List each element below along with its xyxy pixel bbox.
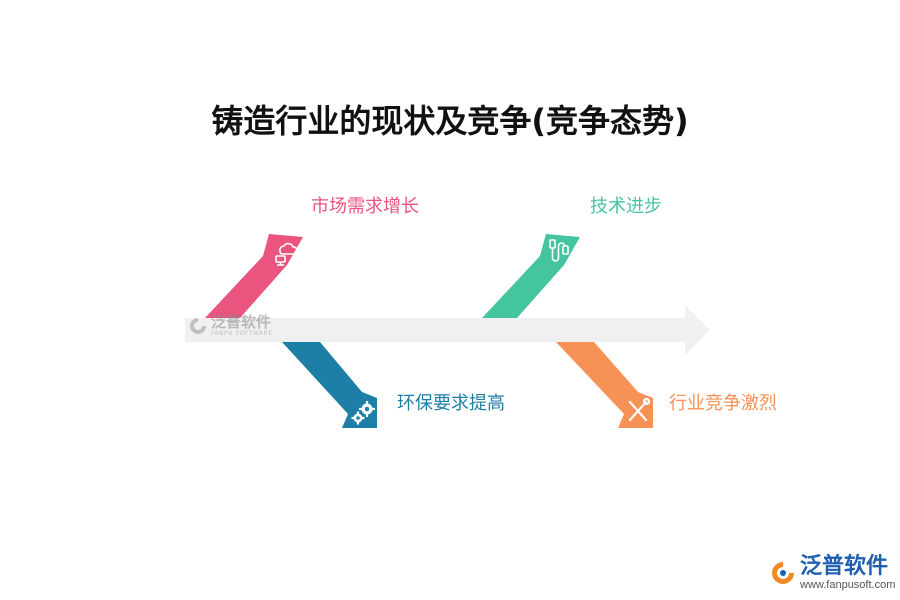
gears-icon <box>351 401 375 425</box>
branch-arrow-market-demand <box>205 234 303 318</box>
fanpu-logo-icon <box>772 562 794 584</box>
branch-label-competition: 行业竞争激烈 <box>669 393 777 414</box>
watermark-corner-brand: 泛普软件 <box>800 554 889 579</box>
cloud-computer-icon <box>275 242 298 266</box>
spine-arrow <box>185 305 710 355</box>
branch-label-market-demand: 市场需求增长 <box>311 196 419 217</box>
branch-arrow-environmental <box>282 342 377 428</box>
watermark-brand: 泛普软件 <box>211 313 272 331</box>
branch-label-technology: 技术进步 <box>590 196 662 217</box>
page-title: 铸造行业的现状及竞争(竞争态势) <box>211 102 689 140</box>
watermark-corner: 泛普软件 www.fanpusoft.com <box>770 555 895 591</box>
usb-cable-icon <box>549 239 569 262</box>
tools-icon <box>628 397 651 422</box>
watermark-url: www.fanpusoft.com <box>800 579 896 591</box>
branch-arrow-competition <box>556 342 653 428</box>
watermark-inline: 泛普软件 FANPU SOFTWARE <box>188 314 273 337</box>
branch-arrow-technology <box>482 234 580 318</box>
watermark-brand-en: FANPU SOFTWARE <box>211 330 273 337</box>
branch-label-environmental: 环保要求提高 <box>397 393 505 414</box>
fanpu-logo-icon <box>190 317 206 334</box>
